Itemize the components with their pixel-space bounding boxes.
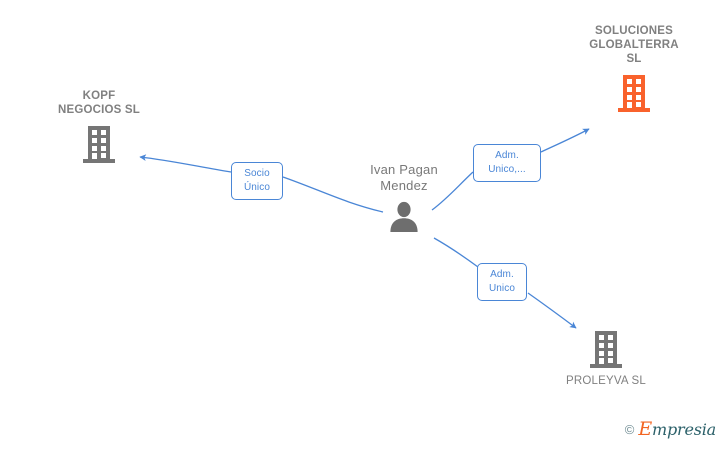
edge-label-socio-unico[interactable]: Socio Único <box>231 162 283 200</box>
node-kopf-negocios[interactable]: KOPF NEGOCIOS SL <box>19 89 179 165</box>
edge-label-adm-unico-proleyva[interactable]: Adm. Unico <box>477 263 527 301</box>
empresia-logo-initial: E <box>638 418 652 440</box>
node-label-ivan-pagan-mendez: Ivan Pagan Mendez <box>370 162 438 194</box>
copyright-icon: © <box>624 422 635 437</box>
empresia-logo-rest: mpresia <box>652 420 716 439</box>
person-icon <box>324 201 484 233</box>
edge-label-adm-unico-soluciones[interactable]: Adm. Unico,... <box>473 144 541 182</box>
edge-path-socio-unico <box>282 176 384 213</box>
node-ivan-pagan-mendez[interactable]: Ivan Pagan Mendez <box>324 162 484 233</box>
edge-path-adm-unico-proleyva-head <box>527 292 577 329</box>
edge-path-adm-unico-proleyva-tail <box>433 237 479 268</box>
node-soluciones-globalterra[interactable]: SOLUCIONES GLOBALTERRA SL <box>554 24 714 114</box>
node-label-kopf-negocios: KOPF NEGOCIOS SL <box>57 90 141 117</box>
edge-path-socio-unico-head <box>139 154 232 173</box>
empresia-watermark: © Empresia <box>625 420 716 439</box>
node-label-proleyva: PROLEYVA SL <box>566 375 646 387</box>
edge-path-adm-unico-soluciones-head <box>540 128 590 153</box>
building-icon <box>554 74 714 114</box>
building-icon <box>19 125 179 165</box>
node-label-soluciones-globalterra: SOLUCIONES GLOBALTERRA SL <box>589 25 679 66</box>
empresia-logo-text: Empresia <box>638 420 716 439</box>
edge-path-adm-unico-soluciones-tail <box>431 171 474 211</box>
node-proleyva[interactable]: PROLEYVA SL <box>526 330 686 388</box>
building-icon <box>526 330 686 370</box>
